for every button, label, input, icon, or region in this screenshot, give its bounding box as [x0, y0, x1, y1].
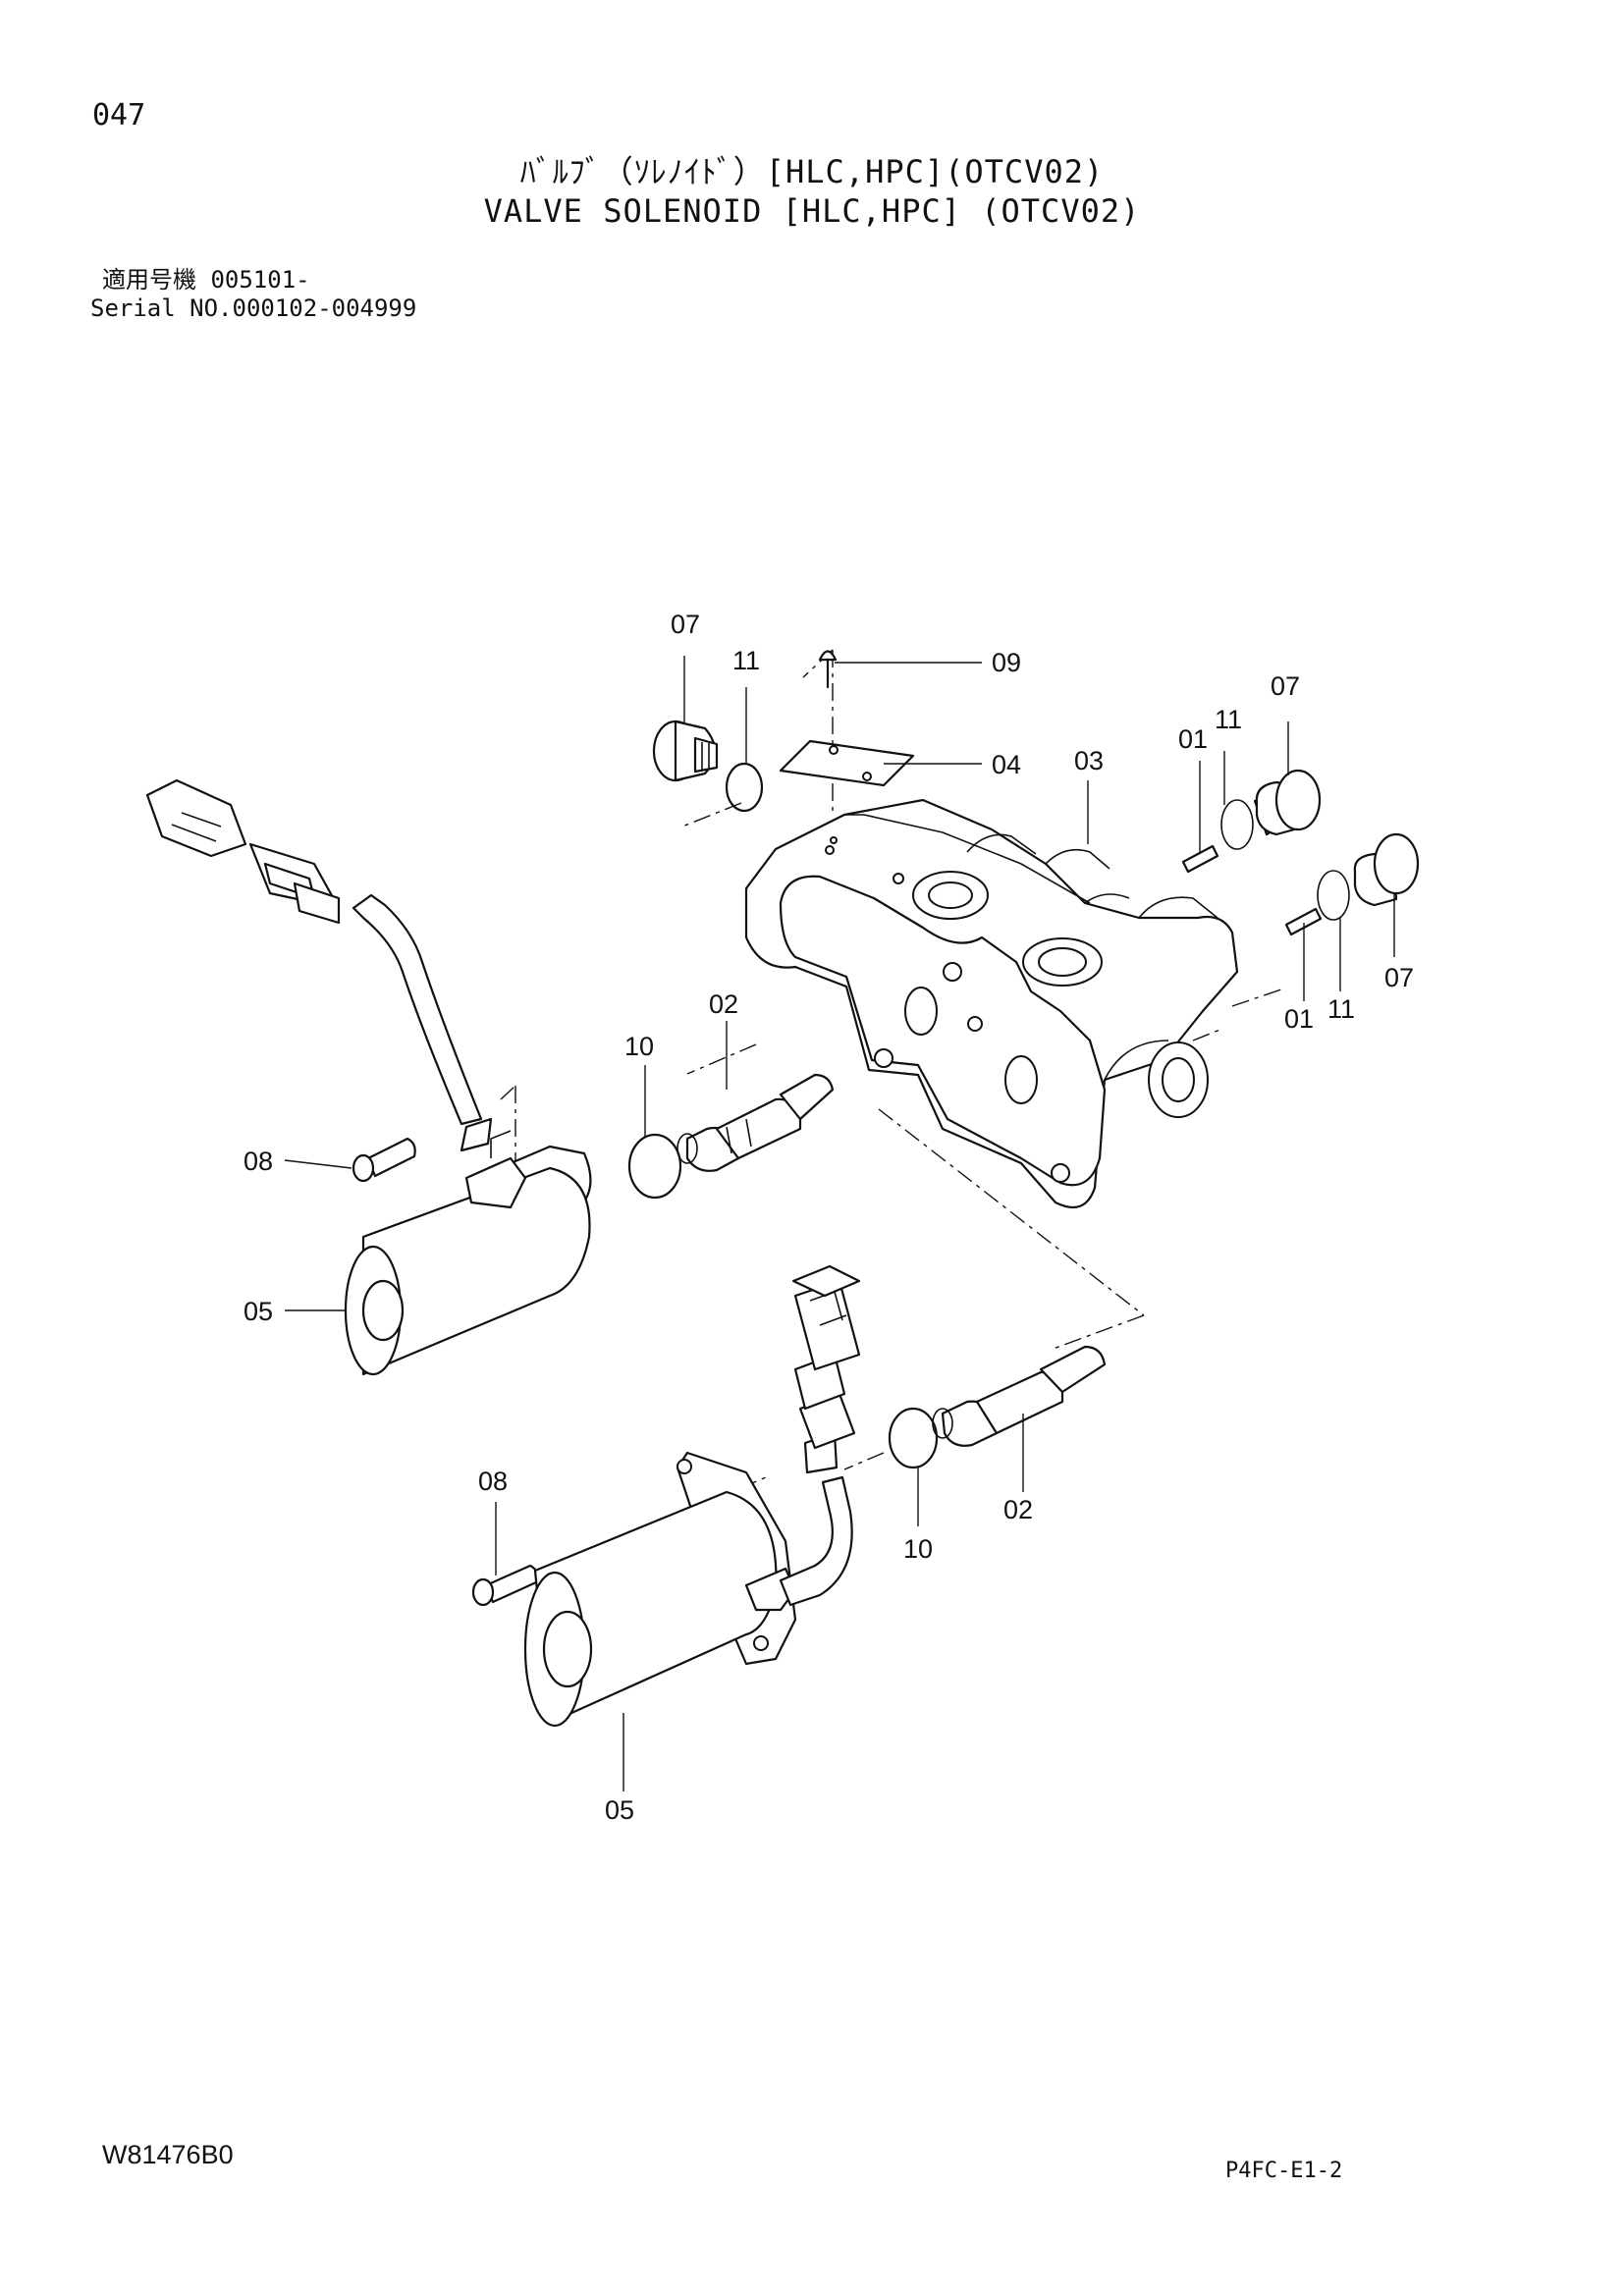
o-ring-lower-right: [1317, 870, 1350, 921]
callout-08-lower: 08: [478, 1467, 508, 1496]
set-screw-lower: [1284, 907, 1323, 936]
title-english: VALVE SOLENOID [HLC,HPC] (OTCV02): [483, 192, 1141, 230]
o-ring-upper-right: [1220, 799, 1254, 850]
serial-range: Serial NO.000102-004999: [90, 294, 417, 322]
callout-07-upper-right: 07: [1271, 671, 1300, 701]
callout-03: 03: [1074, 746, 1104, 775]
callout-01-lower: 01: [1284, 1004, 1314, 1034]
callout-09: 09: [992, 648, 1021, 677]
plug-top-left: [652, 720, 719, 782]
solenoid-lower: [523, 1264, 861, 1728]
callout-04: 04: [992, 750, 1021, 779]
callout-02-lower: 02: [1003, 1495, 1033, 1524]
spool-lower: [932, 1345, 1107, 1447]
rivet-pin: [818, 650, 838, 689]
o-ring-lower: [888, 1407, 939, 1469]
spool-upper: [677, 1073, 835, 1172]
plug-upper-right: [1253, 769, 1322, 836]
plug-lower-right: [1353, 832, 1420, 907]
callout-11-upper-right: 11: [1215, 705, 1242, 734]
callout-05-lower: 05: [605, 1795, 634, 1825]
callout-05-upper: 05: [244, 1297, 273, 1326]
set-screw-upper: [1181, 844, 1219, 874]
solenoid-upper: [145, 778, 592, 1376]
callout-labels: 07 11 09 04 03 01 11 07 07 11 01 02 10 0…: [244, 610, 1414, 1825]
callout-08-upper: 08: [244, 1147, 273, 1176]
callout-11-lower-right: 11: [1327, 994, 1355, 1024]
assembly-phantom-lines: [500, 649, 1282, 1581]
callout-10-lower: 10: [903, 1534, 933, 1564]
title-japanese: ﾊﾞﾙﾌﾞ（ｿﾚﾉｲﾄﾞ）[HLC,HPC](OTCV02): [519, 153, 1105, 190]
callout-01-upper: 01: [1178, 724, 1208, 754]
name-plate: [779, 739, 915, 787]
callout-11-top-left: 11: [732, 646, 760, 675]
drawing-code: W81476B0: [102, 2140, 234, 2169]
callout-10-upper: 10: [624, 1032, 654, 1061]
applicable-models: 適用号機 005101-: [102, 266, 310, 294]
callout-02-upper: 02: [709, 989, 738, 1019]
page-number: 047: [92, 98, 146, 133]
callout-07-top-left: 07: [671, 610, 700, 639]
sheet-code: P4FC-E1-2: [1225, 2159, 1343, 2183]
callout-07-lower-right: 07: [1384, 963, 1414, 992]
leader-lines: [284, 656, 1395, 1791]
o-ring-upper: [627, 1133, 682, 1200]
bolt-lower: [471, 1564, 539, 1607]
o-ring-top-left: [725, 762, 764, 813]
bolt-upper: [352, 1137, 416, 1183]
valve-body: [744, 798, 1239, 1209]
